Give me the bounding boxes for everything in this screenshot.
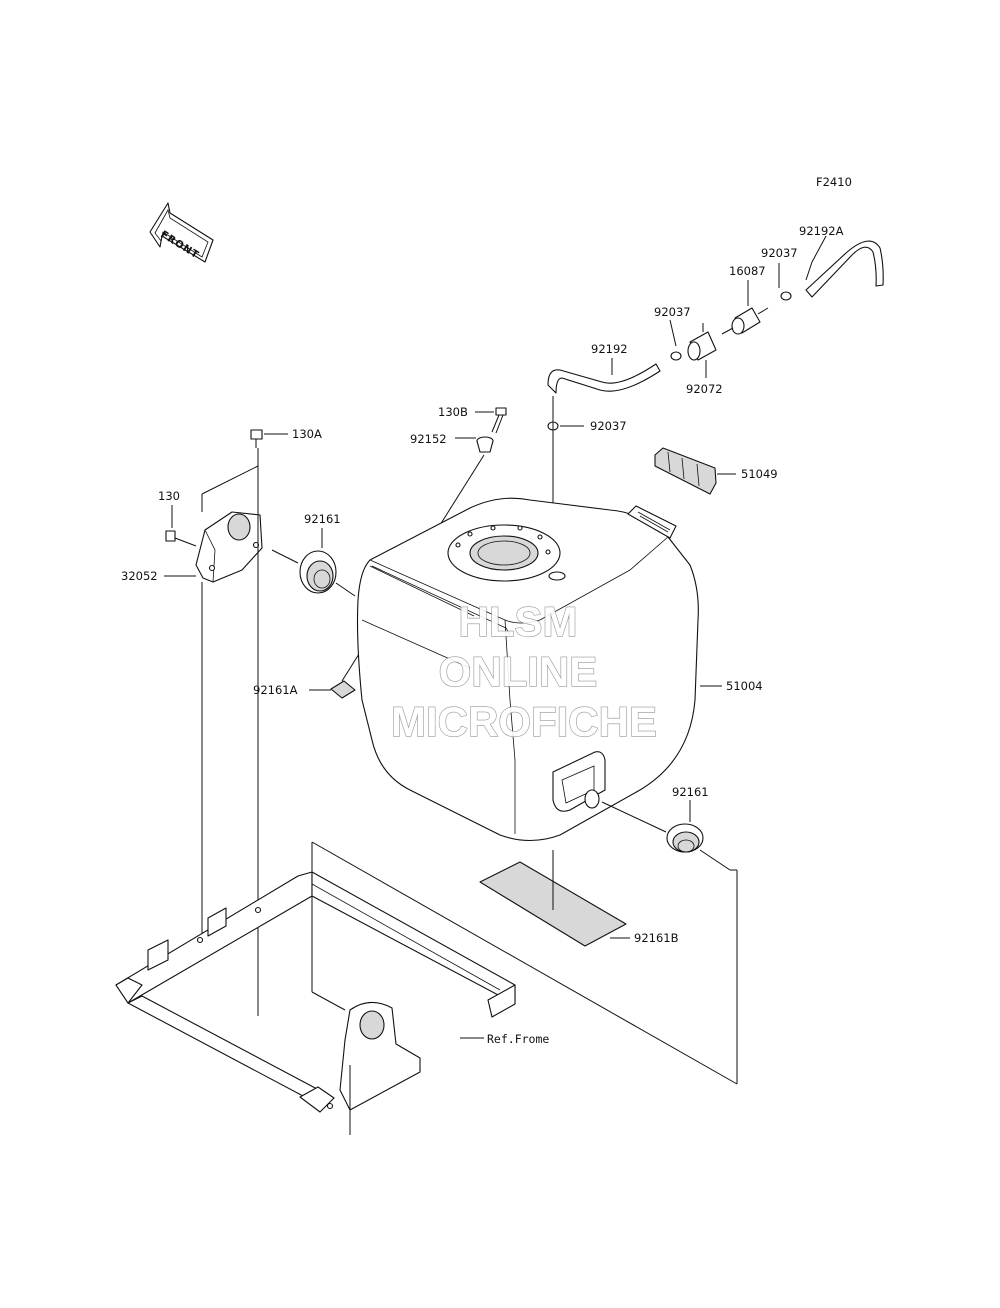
cap-51049 — [654, 447, 717, 495]
collar-92152 — [476, 436, 494, 453]
label-92037-mid: 92037 — [654, 305, 691, 319]
label-92161-left: 92161 — [304, 512, 341, 526]
label-16087: 16087 — [729, 264, 766, 278]
watermark-line1: HLSM — [459, 598, 578, 645]
label-ref-frame: Ref.Frome — [487, 1032, 549, 1046]
fuel-tank-51004 — [356, 497, 699, 842]
label-92072: 92072 — [686, 382, 723, 396]
bolt-130B — [491, 407, 507, 434]
filter-16087 — [721, 307, 769, 335]
hose-92192A — [805, 240, 884, 298]
valve-92072 — [687, 323, 717, 361]
figure-code: F2410 — [816, 175, 852, 189]
label-92192: 92192 — [591, 342, 628, 356]
label-51049: 51049 — [741, 467, 778, 481]
frame-ref — [115, 871, 516, 1113]
bracket-32052 — [195, 511, 263, 583]
label-92152: 92152 — [410, 432, 447, 446]
hose-92192 — [547, 363, 661, 394]
label-92161A: 92161A — [253, 683, 298, 697]
clamp-92037-top — [780, 291, 792, 301]
label-92161B: 92161B — [634, 931, 679, 945]
clamp-92037-mid — [670, 351, 682, 361]
label-92192A: 92192A — [799, 224, 844, 238]
grommet-92161-right — [666, 823, 704, 853]
watermark: HLSM ONLINE MICROFICHE — [390, 597, 657, 745]
label-92037-top: 92037 — [761, 246, 798, 260]
label-51004: 51004 — [726, 679, 763, 693]
label-130B: 130B — [438, 405, 468, 419]
grommet-92161-left — [299, 550, 337, 594]
bolt-130 — [165, 530, 197, 547]
label-92161-right: 92161 — [672, 785, 709, 799]
watermark-line3: MICROFICHE — [391, 698, 657, 745]
label-32052: 32052 — [121, 569, 158, 583]
label-130: 130 — [158, 489, 180, 503]
watermark-line2: ONLINE — [439, 648, 598, 695]
label-130A: 130A — [292, 427, 322, 441]
damper-92161A — [330, 680, 356, 699]
label-92037-low: 92037 — [590, 419, 627, 433]
front-arrow-icon: FRONT — [149, 202, 214, 263]
